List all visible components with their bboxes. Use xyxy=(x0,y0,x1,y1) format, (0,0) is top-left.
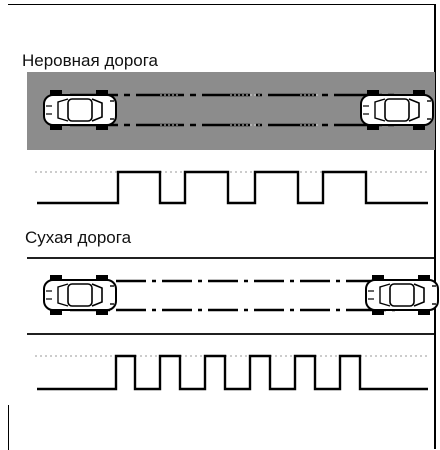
vehicle-icon-rough-left xyxy=(43,89,117,131)
rough-signal-waveform xyxy=(37,170,428,205)
diagram-frame xyxy=(8,4,436,449)
vehicle-icon-dry-right xyxy=(365,274,439,316)
dry-road-tracks xyxy=(70,279,395,312)
rough-road-title: Неровная дорога xyxy=(22,51,159,70)
dry-road-title: Сухая дорога xyxy=(25,228,132,247)
dry-signal-waveform xyxy=(37,354,428,391)
rough-road-tracks xyxy=(70,93,395,127)
vehicle-icon-rough-right xyxy=(360,89,434,131)
frame-edge xyxy=(8,405,9,450)
rough-road-track-highlights xyxy=(160,94,320,126)
vehicle-icon-dry-left xyxy=(43,274,117,316)
